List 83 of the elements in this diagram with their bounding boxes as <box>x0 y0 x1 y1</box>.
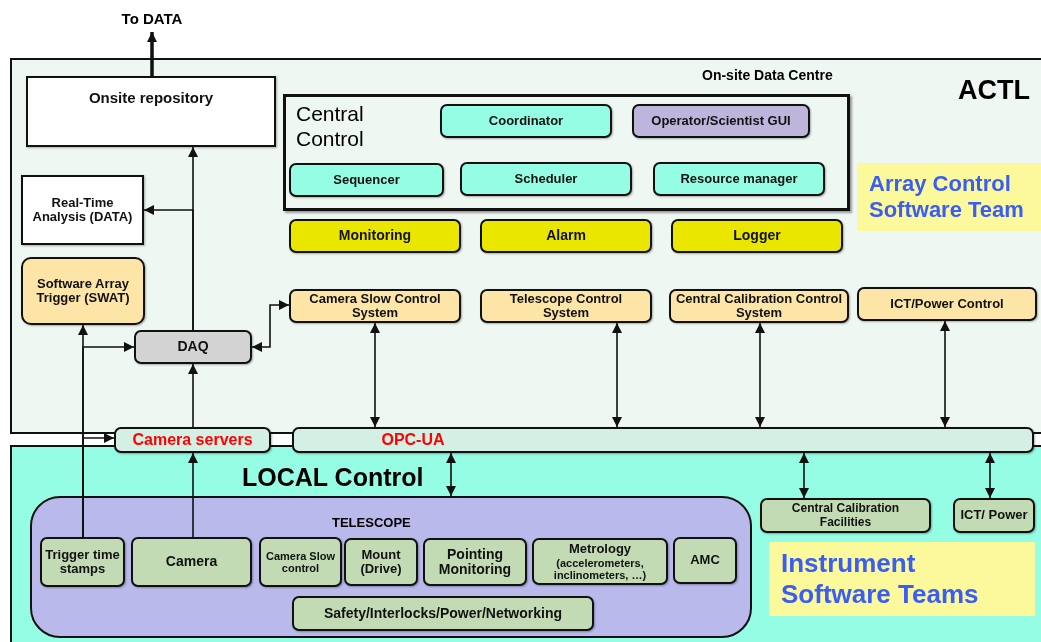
facility-box <box>760 498 931 533</box>
service-box <box>289 219 461 253</box>
box-label: Metrology <box>567 542 633 557</box>
daq-box <box>134 330 252 364</box>
box-label: Central Calibration Control System <box>674 291 844 321</box>
box-label: Resource manager <box>679 171 799 187</box>
box-label: Pointing Monitoring <box>437 546 513 578</box>
group-title: TELESCOPE <box>332 516 412 531</box>
subsystem-box <box>259 537 342 587</box>
box-label: Sequencer <box>332 172 401 188</box>
box-label: Central Calibration Facilities <box>790 502 901 529</box>
team-name: Instrument Software Teams <box>781 547 980 611</box>
box-label: Real-Time Analysis (DATA) <box>31 195 134 225</box>
arrow <box>612 322 622 428</box>
component-box <box>632 104 810 138</box>
repository-box <box>26 76 276 147</box>
component-box <box>440 104 612 138</box>
service-box <box>480 219 652 253</box>
arrow <box>251 300 290 352</box>
trigger-box <box>21 257 145 325</box>
subsystem-box <box>423 538 527 586</box>
subsystem-box <box>131 537 252 587</box>
arrow <box>940 320 950 428</box>
control-system-box <box>289 289 461 323</box>
data-centre-panel <box>10 58 1041 434</box>
component-box <box>289 163 444 197</box>
local-control-panel <box>10 445 1041 642</box>
component-box <box>653 162 825 196</box>
destination-label: To DATA <box>112 10 192 32</box>
box-label: Telescope Control System <box>508 291 624 321</box>
arrow <box>188 452 198 538</box>
box-label: Monitoring <box>337 228 413 244</box>
team-note <box>769 542 1035 616</box>
region-title: LOCAL Control <box>242 464 425 492</box>
control-system-box <box>857 287 1037 321</box>
arrow <box>370 322 380 428</box>
arrow <box>188 363 198 428</box>
analysis-box <box>21 175 144 245</box>
box-label: ICT/Power Control <box>889 296 1005 312</box>
team-note <box>857 163 1041 231</box>
bus-bar <box>292 427 1034 453</box>
subsystem-box <box>292 596 594 631</box>
telescope-panel <box>30 496 752 638</box>
box-label: Operator/Scientist GUI <box>650 113 792 129</box>
box-label: Mount (Drive) <box>359 547 403 577</box>
arrow <box>755 322 765 428</box>
control-system-box <box>480 289 652 323</box>
group-title: Central Control <box>296 101 365 152</box>
facility-box <box>953 498 1035 533</box>
component-box <box>460 162 632 196</box>
box-label: Camera servers <box>131 431 254 449</box>
box-label: Scheduler <box>513 171 579 187</box>
service-box <box>671 219 843 253</box>
arrow <box>147 32 157 76</box>
group-frame <box>283 94 850 211</box>
arrow <box>985 452 995 499</box>
server-bar <box>114 427 271 453</box>
box-label: Safety/Interlocks/Power/Networking <box>322 605 564 622</box>
box-label: Trigger time stamps <box>44 547 121 577</box>
arrow <box>446 452 456 497</box>
box-label: Software Array Trigger (SWAT) <box>35 276 131 306</box>
box-label: Logger <box>732 228 782 244</box>
box-label: Alarm <box>545 228 587 244</box>
box-label: Onsite repository <box>87 90 215 107</box>
box-label: Coordinator <box>487 113 565 129</box>
box-label: ICT/ Power <box>959 508 1029 523</box>
subsystem-box <box>532 538 668 585</box>
subsystem-box <box>673 537 737 584</box>
box-label: (accelerometers, inclinometers, …) <box>552 556 648 581</box>
box-label: AMC <box>689 553 721 568</box>
arrow <box>82 433 115 538</box>
region-title: On-site Data Centre <box>702 68 834 84</box>
arrow <box>143 205 194 331</box>
box-label: DAQ <box>176 339 210 355</box>
region-title: ACTL <box>958 76 1031 106</box>
box-label: Camera <box>164 554 219 570</box>
box-label: OPC-UA <box>380 431 446 449</box>
box-label: Camera Slow control <box>264 549 337 575</box>
box-label: Camera Slow Control System <box>308 291 442 321</box>
subsystem-box <box>344 538 418 586</box>
subsystem-box <box>40 537 125 587</box>
arrow <box>799 452 809 499</box>
team-name: Array Control Software Team <box>869 170 1024 224</box>
